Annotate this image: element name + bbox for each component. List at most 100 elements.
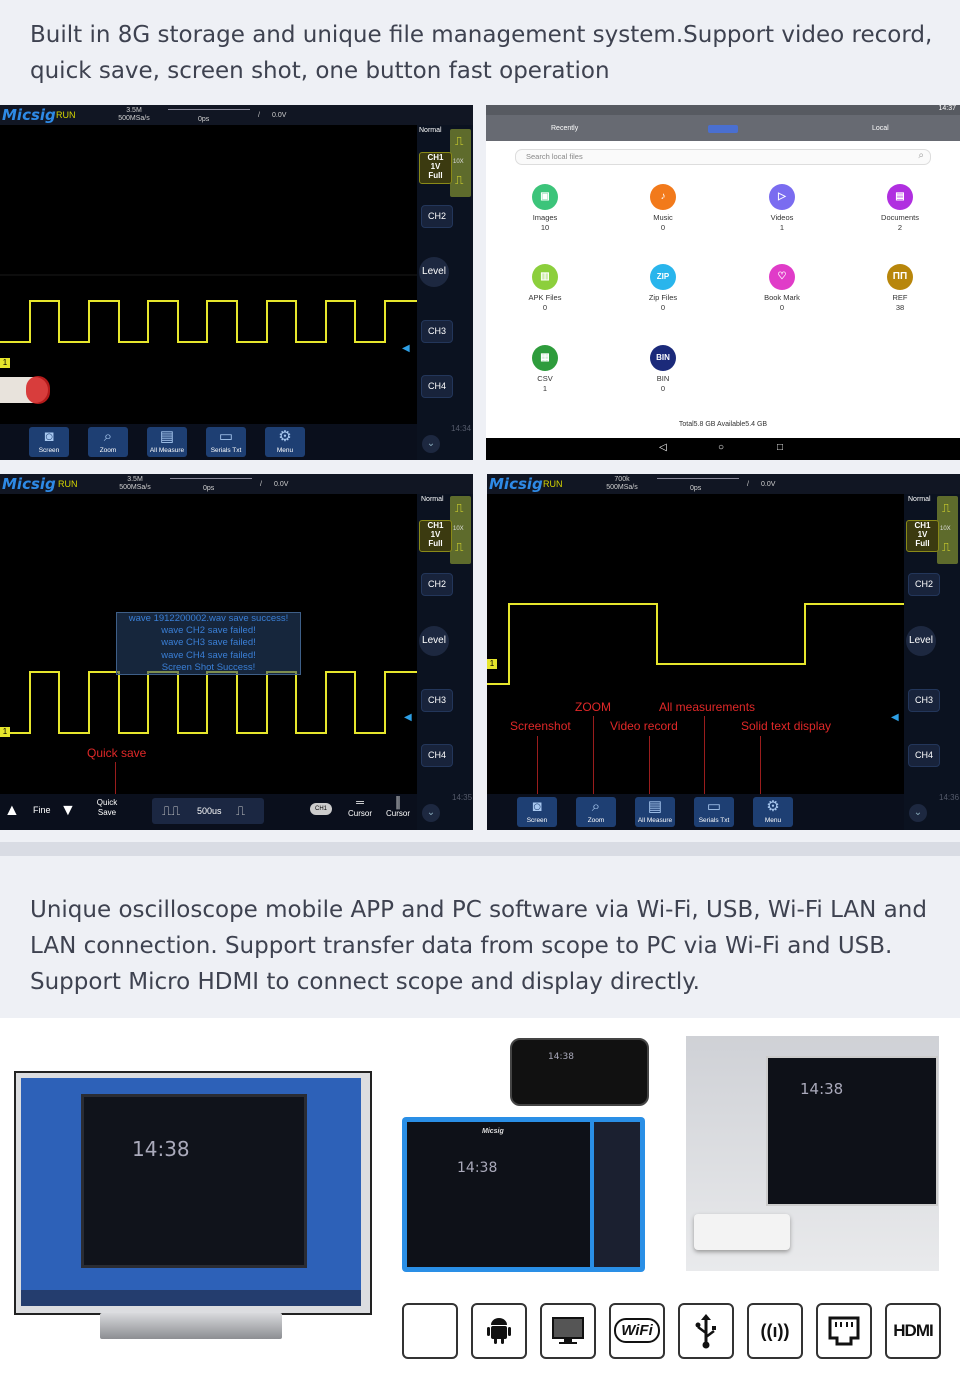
collapse-chevron-icon[interactable]: ⌄ [909, 804, 927, 822]
level-knob[interactable]: Level [906, 626, 936, 656]
fine-label[interactable]: Fine [33, 805, 51, 815]
tab-active-indicator[interactable] [708, 125, 738, 133]
waveform-area[interactable] [0, 494, 417, 794]
save-message: wave CH4 save failed! [161, 649, 256, 661]
ch1-scale-strip[interactable]: ⎍⎍10X [450, 129, 471, 197]
cursor-v-button[interactable]: ║Cursor [385, 797, 410, 819]
all-measure-button[interactable]: ▤All Measure [147, 427, 187, 457]
down-arrow-icon[interactable]: ▼ [60, 802, 76, 819]
screen-button[interactable]: ◙Screen [29, 427, 69, 457]
collapse-chevron-icon[interactable]: ⌄ [422, 804, 440, 822]
ethernet-icon [816, 1303, 872, 1359]
ch4-button[interactable]: CH4 [908, 744, 940, 767]
ch4-button[interactable]: CH4 [421, 744, 453, 767]
file-category-name: Images [532, 213, 558, 222]
timebase-fast-icon[interactable]: ⎍ [236, 803, 246, 818]
back-icon[interactable]: ◁ [659, 442, 667, 453]
ch3-button[interactable]: CH3 [421, 320, 453, 343]
ch2-button[interactable]: CH2 [421, 205, 453, 228]
collapse-chevron-icon[interactable]: ⌄ [422, 435, 440, 453]
home-icon[interactable]: ○ [718, 442, 725, 453]
ch4-button[interactable]: CH4 [421, 375, 453, 398]
book-mark-icon: ♡ [769, 264, 795, 290]
timeline-bar[interactable] [657, 478, 739, 479]
timebase-slow-icon[interactable]: ⎍⎍ [162, 803, 181, 818]
cursor-h-button[interactable]: ═Cursor [347, 797, 372, 819]
run-status[interactable]: RUN [543, 479, 563, 489]
ch1-marker[interactable]: 1 [0, 358, 10, 368]
up-arrow-icon[interactable]: ▲ [4, 802, 20, 819]
hdmi-icon: HDMI [885, 1303, 941, 1359]
ch2-button[interactable]: CH2 [908, 573, 940, 596]
phone-clock: 14:38 [548, 1052, 574, 1062]
waveform-area[interactable] [487, 494, 904, 794]
timeline-bar[interactable] [168, 109, 250, 110]
serials-txt-button[interactable]: ▭Serials Txt [694, 797, 734, 827]
run-status[interactable]: RUN [58, 479, 78, 489]
tab-local[interactable]: Local [872, 125, 889, 132]
tab-recently[interactable]: Recently [551, 125, 579, 132]
ch1-toggle[interactable]: CH1 [310, 803, 332, 815]
zoom-button[interactable]: ⌕Zoom [88, 427, 128, 457]
ch1-marker[interactable]: 1 [487, 659, 497, 669]
bottom-toolbar: ◙Screen ⌕Zoom ▤All Measure ▭Serials Txt … [0, 424, 417, 460]
wifi-icon: WiFi [609, 1303, 665, 1359]
tablet-button-panel [594, 1122, 640, 1267]
camera-icon: ◙ [44, 428, 54, 445]
timeline-bar[interactable] [170, 478, 252, 479]
music-icon: ♪ [650, 184, 676, 210]
trigger-arrow-icon[interactable]: ◀ [404, 712, 412, 723]
menu-button[interactable]: ⚙Menu [753, 797, 793, 827]
ch2-button[interactable]: CH2 [421, 573, 453, 596]
menu-button[interactable]: ⚙Menu [265, 427, 305, 457]
brand-logo: Micsig [2, 475, 56, 493]
images-icon: ▣ [532, 184, 558, 210]
videos-icon: ▷ [769, 184, 795, 210]
headline-storage: Built in 8G storage and unique file mana… [30, 22, 933, 84]
search-icon: ⌕ [918, 150, 924, 161]
ch1-marker[interactable]: 1 [0, 727, 10, 737]
file-manager-panel: 14:37 Recently Local Search local files … [486, 105, 960, 460]
wireless-lan-icon: ((ı)) [747, 1303, 803, 1359]
serials-txt-button[interactable]: ▭Serials Txt [206, 427, 246, 457]
timebase-control[interactable]: ⎍⎍ 500us ⎍ [152, 798, 264, 824]
file-category-count: 1 [542, 384, 548, 393]
recents-icon[interactable]: □ [777, 442, 784, 453]
ch3-button[interactable]: CH3 [421, 689, 453, 712]
level-knob[interactable]: Level [419, 257, 449, 287]
magnifier-icon: ⌕ [591, 798, 601, 815]
all-measure-button[interactable]: ▤All Measure [635, 797, 675, 827]
ch3-button[interactable]: CH3 [908, 689, 940, 712]
zoom-button[interactable]: ⌕Zoom [576, 797, 616, 827]
level-knob[interactable]: Level [419, 626, 449, 656]
screen-button[interactable]: ◙Screen [517, 797, 557, 827]
trigger-arrow-icon[interactable]: ◀ [891, 712, 899, 723]
ch1-scale-strip[interactable]: ⎍⎍10X [937, 496, 958, 564]
csv-icon: ▦ [532, 345, 558, 371]
search-input[interactable]: Search local files ⌕ [515, 149, 931, 165]
run-status[interactable]: RUN [56, 110, 76, 120]
waveform-area[interactable] [0, 125, 417, 425]
ch1-waveform [487, 603, 904, 685]
time-offset: 0ps [203, 485, 215, 492]
trigger-arrow-icon[interactable]: ◀ [402, 343, 410, 354]
ch1-scale-strip[interactable]: ⎍⎍10X [450, 496, 471, 564]
